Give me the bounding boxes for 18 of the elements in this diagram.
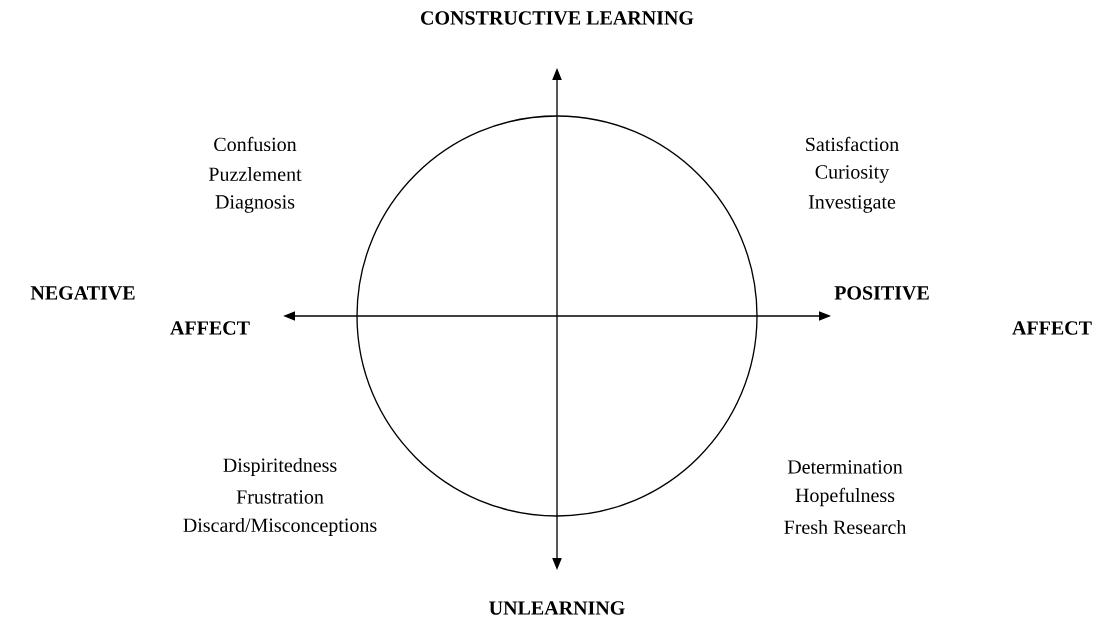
quadrant-text: Hopefulness: [795, 487, 895, 507]
axis-label: AFFECT: [1012, 321, 1092, 335]
axis-label: UNLEARNING: [489, 601, 625, 615]
quadrant-text: Confusion: [214, 136, 297, 152]
axis-label: POSITIVE: [834, 286, 929, 300]
axis-label: NEGATIVE: [30, 286, 135, 300]
quadrant-text: Dispiritedness: [223, 457, 337, 477]
axis-label: AFFECT: [170, 321, 250, 335]
title: CONSTRUCTIVE LEARNING: [421, 11, 694, 25]
quadrant-text: Satisfaction: [806, 136, 899, 152]
quadrant-text: Determination: [787, 460, 903, 474]
quadrant-text: Diagnosis: [215, 195, 295, 213]
quadrant-text: Investigate: [808, 195, 896, 213]
quadrant-text: Fresh Research: [784, 519, 907, 534]
quadrant-text: Curiosity: [815, 165, 890, 183]
quadrant-text: Puzzlement: [208, 166, 302, 181]
quadrant-text: Discard/Misconceptions: [183, 517, 377, 537]
quadrant-text: Frustration: [236, 490, 324, 504]
